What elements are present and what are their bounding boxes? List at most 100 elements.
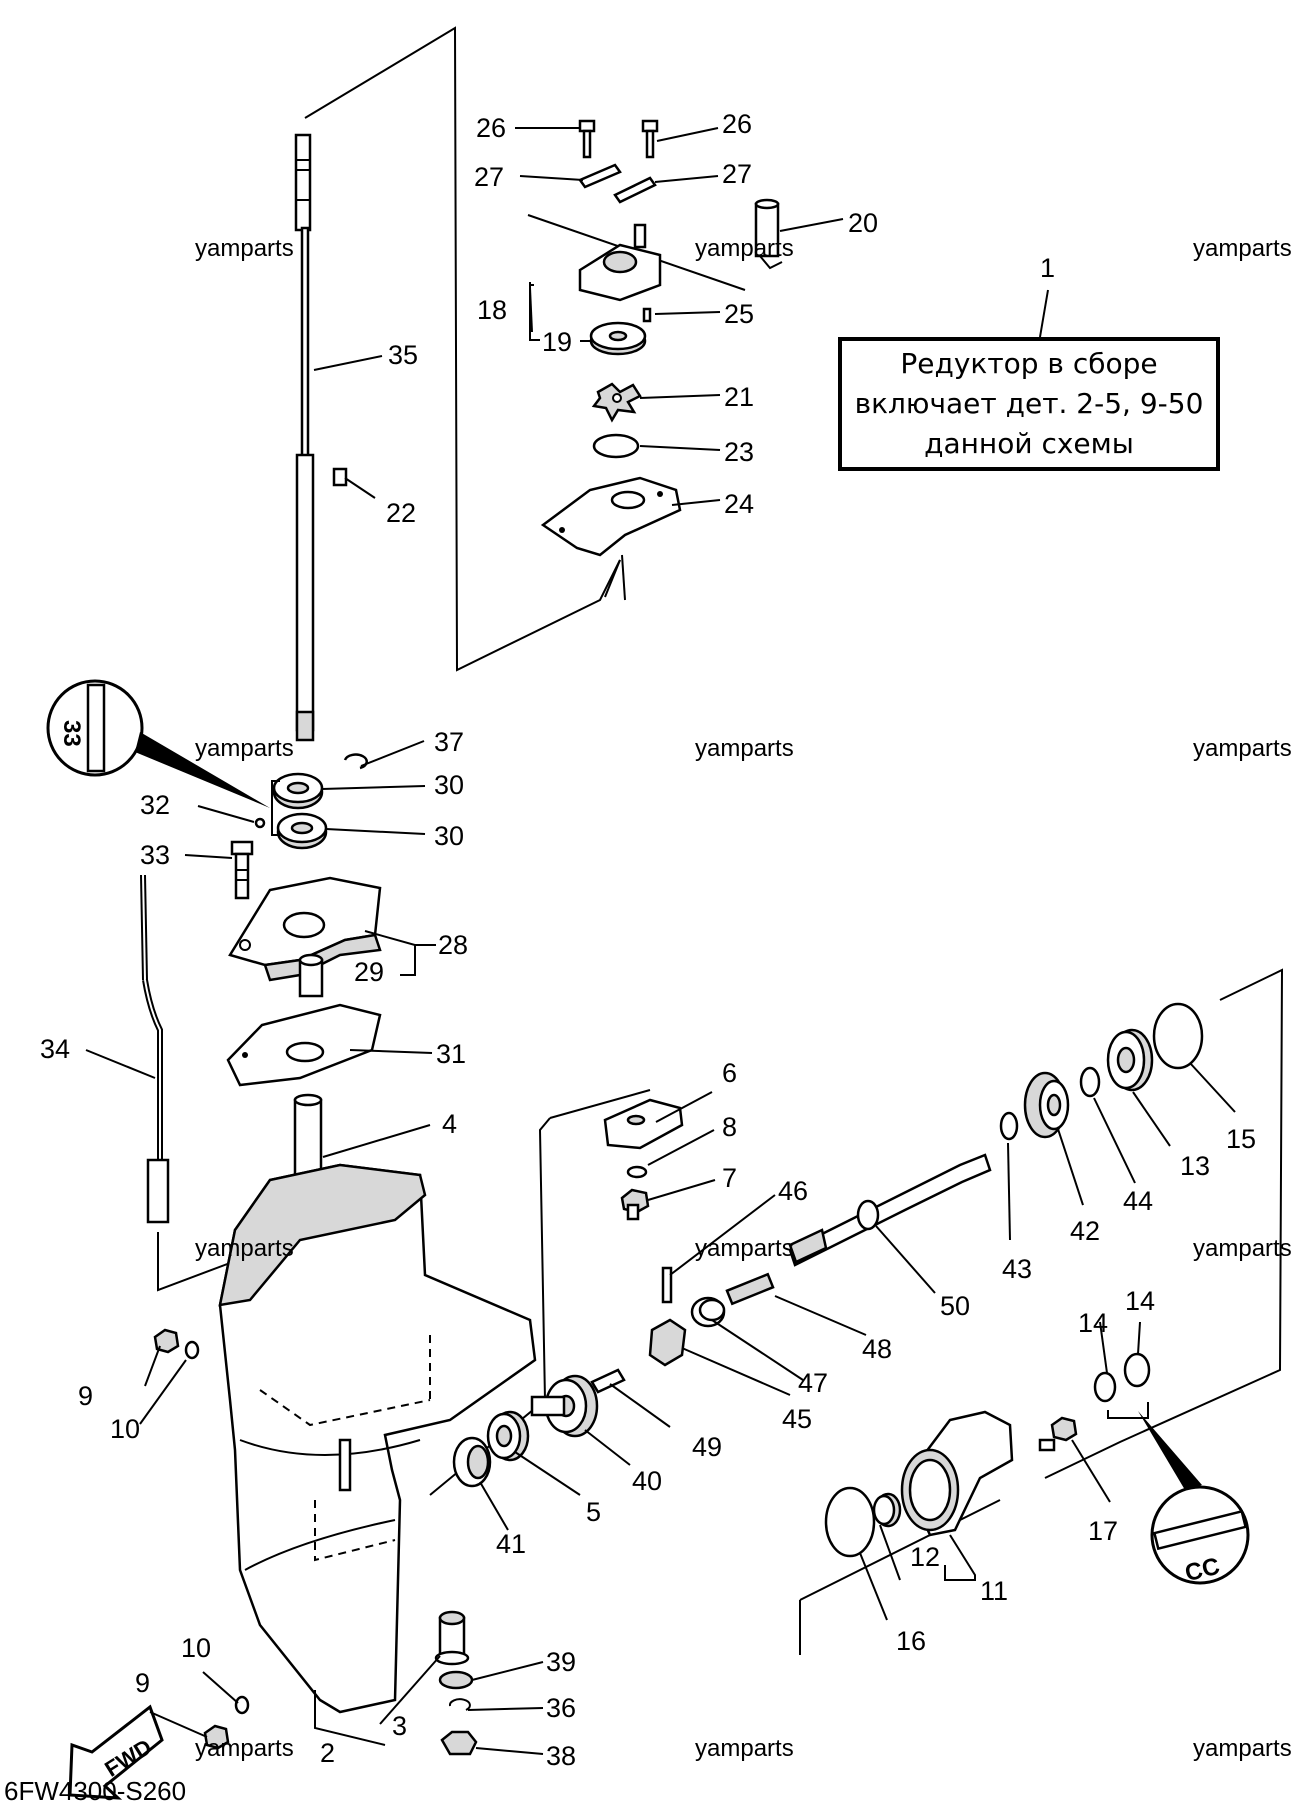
callout-20: 20 (848, 208, 878, 238)
grease-callout-upper: 33 (46, 679, 270, 808)
bushing-3 (434, 1610, 470, 1666)
note-line-2: включает дет. 2-5, 9-50 (854, 387, 1204, 420)
watermark: yamparts (695, 1735, 794, 1762)
callout-28: 28 (438, 930, 468, 960)
bolt-26-left (578, 119, 596, 159)
shim-44 (1079, 1066, 1101, 1098)
callout-27b: 27 (722, 159, 752, 189)
bearing-5 (486, 1410, 530, 1462)
nut-38 (440, 1730, 478, 1756)
watermark: yamparts (695, 235, 794, 262)
woodruff-key (332, 467, 348, 487)
callout-10b: 10 (181, 1633, 211, 1663)
oil-seal-41 (452, 1436, 492, 1488)
callout-numbers: 1 2 3 4 5 6 7 8 9 9 10 10 11 12 13 14 14… (40, 109, 1256, 1771)
water-pump-housing (578, 223, 662, 302)
propeller-shaft (788, 1153, 992, 1267)
fwd-arrow-icon: FWD (68, 1704, 164, 1800)
leader-lines (85, 127, 1236, 1755)
callout-5: 5 (586, 1497, 601, 1527)
callout-45: 45 (782, 1404, 812, 1434)
bearing-14-a (1093, 1371, 1117, 1403)
plate-27-left (578, 163, 622, 189)
callout-34: 34 (40, 1034, 70, 1064)
bearing-12 (872, 1492, 902, 1528)
callout-30a: 30 (434, 770, 464, 800)
water-tube (754, 198, 783, 270)
callout-11: 11 (980, 1576, 1008, 1606)
spring-47 (690, 1296, 726, 1328)
bolt-33 (230, 840, 254, 900)
washer-39 (438, 1670, 474, 1690)
gasket-31 (226, 1003, 382, 1087)
svg-text:33: 33 (58, 720, 85, 747)
washer-10-lower (234, 1695, 250, 1715)
callout-10a: 10 (110, 1414, 140, 1444)
watermark: yamparts (1193, 1235, 1292, 1262)
impeller (591, 382, 642, 423)
watermark: yamparts (195, 1235, 294, 1262)
callout-30b: 30 (434, 821, 464, 851)
callout-22: 22 (386, 498, 416, 528)
pin-49 (590, 1368, 626, 1394)
assembly-note: Редуктор в сборе включает дет. 2-5, 9-50… (838, 337, 1220, 471)
callout-15: 15 (1226, 1124, 1256, 1154)
callout-26a: 26 (476, 113, 506, 143)
outer-plate-cartridge (540, 476, 682, 557)
callout-40: 40 (632, 1466, 662, 1496)
note-line-1: Редуктор в сборе (900, 347, 1158, 380)
callout-1: 1 (1040, 253, 1055, 283)
callout-9a: 9 (78, 1381, 93, 1411)
lower-casing (218, 1163, 537, 1714)
diagram-code: 6FW4300-S260 (4, 1776, 186, 1806)
watermark: yamparts (1193, 235, 1292, 262)
plate-27-right (613, 176, 657, 204)
pin-25 (642, 307, 652, 323)
watermark: yamparts (195, 1735, 294, 1762)
watermark: yamparts (695, 1235, 794, 1262)
callout-33: 33 (140, 840, 170, 870)
bearing-30-lower (276, 812, 328, 850)
callout-14a: 14 (1078, 1308, 1108, 1338)
o-ring-16 (824, 1486, 876, 1558)
callout-41: 41 (496, 1529, 526, 1559)
watermark: yamparts (195, 735, 294, 762)
circlip-36 (448, 1698, 471, 1711)
callout-44: 44 (1123, 1186, 1153, 1216)
callout-26b: 26 (722, 109, 752, 139)
watermark: yamparts (195, 235, 294, 262)
callout-47: 47 (798, 1368, 828, 1398)
bolt-26-right (641, 119, 659, 159)
callout-9b: 9 (135, 1668, 150, 1698)
drive-shaft (294, 133, 315, 742)
callout-36: 36 (546, 1693, 576, 1723)
callout-23: 23 (724, 437, 754, 467)
callout-49: 49 (692, 1432, 722, 1462)
callout-37: 37 (434, 727, 464, 757)
gear-42 (1023, 1071, 1070, 1139)
callout-18: 18 (477, 295, 507, 325)
callout-17: 17 (1088, 1516, 1118, 1546)
callout-16: 16 (896, 1626, 926, 1656)
callout-2: 2 (320, 1738, 335, 1768)
callout-46: 46 (778, 1176, 808, 1206)
callout-42: 42 (1070, 1216, 1100, 1246)
callout-32: 32 (140, 790, 170, 820)
note-line-3: данной схемы (924, 427, 1134, 460)
gear-40 (530, 1374, 599, 1438)
o-ring-15 (1152, 1002, 1204, 1070)
ball-32 (254, 817, 266, 829)
bearing-13 (1106, 1028, 1154, 1092)
sleeve-29 (298, 953, 324, 998)
shim-43 (999, 1111, 1019, 1141)
callout-31: 31 (436, 1039, 466, 1069)
bearing-30-upper (272, 772, 324, 810)
callout-43: 43 (1002, 1254, 1032, 1284)
bolt-9-lower (203, 1724, 230, 1750)
callout-19: 19 (542, 327, 572, 357)
callout-8: 8 (722, 1112, 737, 1142)
washer-8 (626, 1165, 648, 1179)
bearing-14-b (1123, 1352, 1151, 1388)
